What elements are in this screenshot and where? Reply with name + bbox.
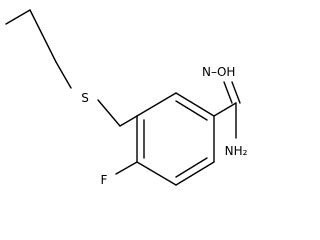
molecule-structure: S F N–OH NH₂ (5, 9, 248, 187)
bond-ring-5 (136, 161, 177, 186)
amine-label: NH₂ (225, 144, 248, 158)
bond-ring-double-3 (175, 157, 208, 178)
bond-amidine-double-1 (223, 81, 233, 104)
bond-amidine-double-2 (231, 81, 241, 104)
bond-propyl-3 (55, 61, 72, 89)
bond-propyl-1 (5, 9, 31, 25)
bond-sulfur-methylene (97, 99, 121, 127)
bond-ring-double-1 (175, 100, 208, 121)
bond-ring-4 (175, 161, 215, 186)
bond-propyl-2 (29, 9, 57, 63)
fluorine-label: F (101, 173, 108, 187)
bond-ring-2 (175, 92, 215, 117)
hydroxyl-label: N–OH (202, 65, 235, 79)
bond-ring-1 (136, 92, 177, 117)
bond-ring-amidine (213, 102, 237, 117)
bond-ring-fluorine (115, 161, 138, 175)
bond-methylene-ring (119, 115, 138, 127)
sulfur-label: S (81, 91, 89, 105)
